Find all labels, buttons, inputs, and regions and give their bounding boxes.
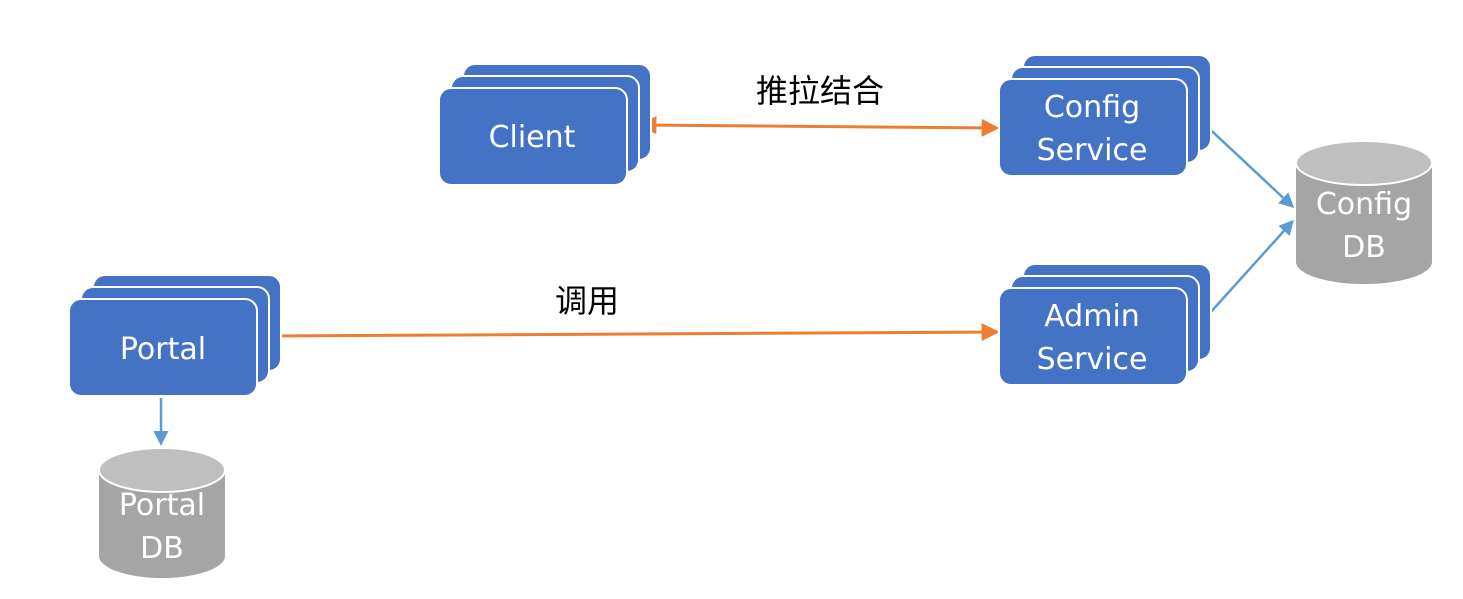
- portal-label: Portal: [120, 332, 206, 367]
- edge-admin-service-db: [1199, 219, 1295, 325]
- admin-service-node[interactable]: Admin Service: [998, 263, 1212, 386]
- config-service-node[interactable]: Config Service: [998, 54, 1212, 177]
- portal-db-label-line1: Portal: [119, 488, 205, 523]
- client-config-label: 推拉结合: [756, 72, 884, 110]
- edge-portal-admin: 调用: [271, 282, 1000, 342]
- client-node[interactable]: Client: [438, 63, 652, 186]
- portal-admin-label: 调用: [555, 282, 619, 320]
- portal-db-label-line2: DB: [140, 531, 184, 566]
- admin-service-db-arrow: [1199, 219, 1295, 325]
- edge-client-config: 推拉结合: [638, 72, 1000, 137]
- portal-admin-arrow: [271, 323, 1000, 342]
- config-service-db-arrow: [1199, 119, 1295, 209]
- config-service-label-line2: Service: [1037, 133, 1148, 168]
- client-config-arrow: [638, 116, 1000, 137]
- admin-service-label-line1: Admin: [1044, 299, 1140, 334]
- admin-service-label-line2: Service: [1037, 342, 1148, 377]
- portal-db-cylinder[interactable]: Portal DB: [98, 447, 226, 578]
- edge-config-service-db: [1199, 119, 1295, 209]
- portal-node[interactable]: Portal: [68, 274, 282, 397]
- config-service-label-line1: Config: [1044, 90, 1140, 125]
- client-label: Client: [489, 120, 576, 155]
- config-db-cylinder[interactable]: Config DB: [1295, 140, 1433, 284]
- config-db-label-line2: DB: [1342, 230, 1386, 265]
- config-db-label-line1: Config: [1316, 187, 1412, 222]
